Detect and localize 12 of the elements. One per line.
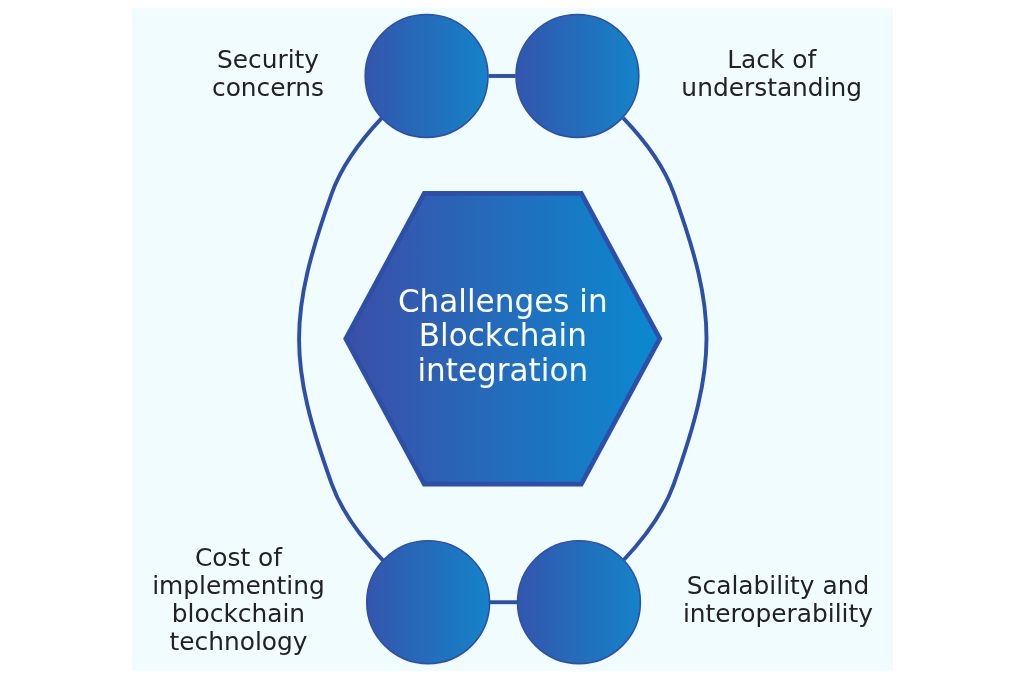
node-circle <box>363 13 489 139</box>
node-label: Lack of understanding <box>680 44 862 102</box>
connector <box>296 116 384 562</box>
node-label: Security concerns <box>211 44 324 102</box>
connector <box>487 74 516 78</box>
node-label: Scalability and interoperability <box>682 571 873 629</box>
node-circle <box>516 540 641 665</box>
connector <box>621 116 708 562</box>
node-label: Cost of implementing blockchain technology <box>151 543 325 657</box>
node-circle <box>365 540 490 665</box>
node-circle <box>514 13 640 139</box>
connector <box>489 600 517 605</box>
